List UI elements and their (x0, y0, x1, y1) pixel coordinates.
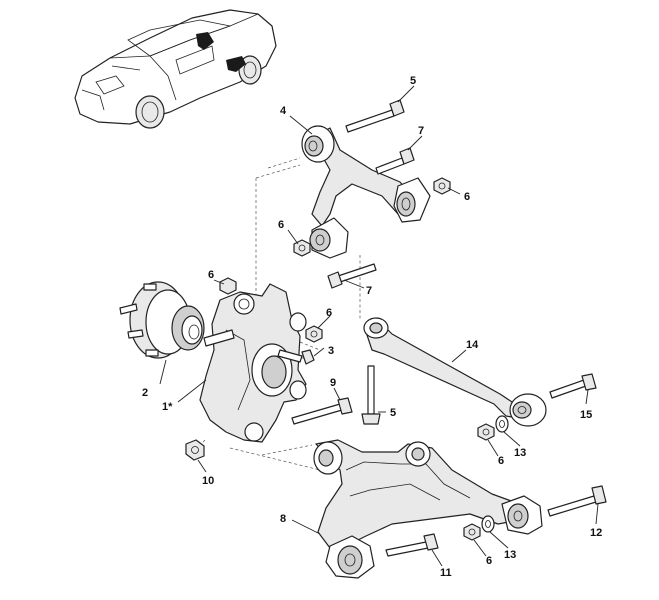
callout-8: 8 (280, 513, 286, 525)
callout-11: 11 (440, 567, 452, 579)
callout-14: 14 (466, 339, 479, 351)
callout-2: 2 (142, 387, 148, 399)
callout-7-lower: 7 (366, 285, 372, 297)
callout-labels: 1* 2 3 4 5 5 6 6 6 6 6 6 7 7 8 9 10 11 1… (142, 75, 602, 579)
wheel-hub (119, 281, 205, 359)
callout-3: 3 (328, 345, 334, 357)
bolt-7-upper (375, 147, 415, 175)
callout-5-upper: 5 (410, 75, 416, 87)
upper-wishbone (301, 125, 431, 259)
callout-12: 12 (590, 527, 602, 539)
bolt-5-upper (345, 99, 405, 133)
callout-4: 4 (280, 105, 287, 117)
washer-13-lower (481, 515, 495, 533)
callout-6-upper-right: 6 (464, 191, 470, 203)
callout-13-track-rod: 13 (514, 447, 526, 459)
callout-13-lower: 13 (504, 549, 516, 561)
car-locator-thumbnail (74, 9, 277, 129)
callout-6-upper-left: 6 (278, 219, 284, 231)
callout-6-lower: 6 (486, 555, 492, 567)
callout-1: 1* (162, 401, 173, 413)
callout-6-knuckle-top: 6 (208, 269, 214, 281)
hub-carrier-upright (199, 283, 315, 443)
lower-wishbone (313, 439, 543, 579)
nut-10 (185, 439, 205, 461)
bolt-5-lower (361, 365, 381, 425)
callout-5-lower: 5 (390, 407, 396, 419)
callout-9: 9 (330, 377, 336, 389)
callout-6-track-rod: 6 (498, 455, 504, 467)
nut-6-knuckle-right (305, 325, 323, 343)
callout-6-knuckle-right: 6 (326, 307, 332, 319)
track-control-rod (363, 317, 547, 427)
callout-7-upper: 7 (418, 125, 424, 137)
callout-leader-lines (159, 85, 599, 567)
nut-6-track-rod (477, 423, 495, 441)
callout-10: 10 (202, 475, 214, 487)
nut-6-knuckle-top (219, 277, 237, 295)
bolt-11 (385, 533, 439, 557)
callout-15: 15 (580, 409, 592, 421)
washer-13-track-rod (495, 415, 509, 433)
nut-6-lower (463, 523, 481, 541)
nut-6-upper-right (433, 177, 451, 195)
bolt-9 (291, 397, 353, 425)
bolt-7-lower (327, 263, 377, 289)
bolt-12 (547, 485, 607, 517)
bolt-15 (549, 373, 597, 399)
